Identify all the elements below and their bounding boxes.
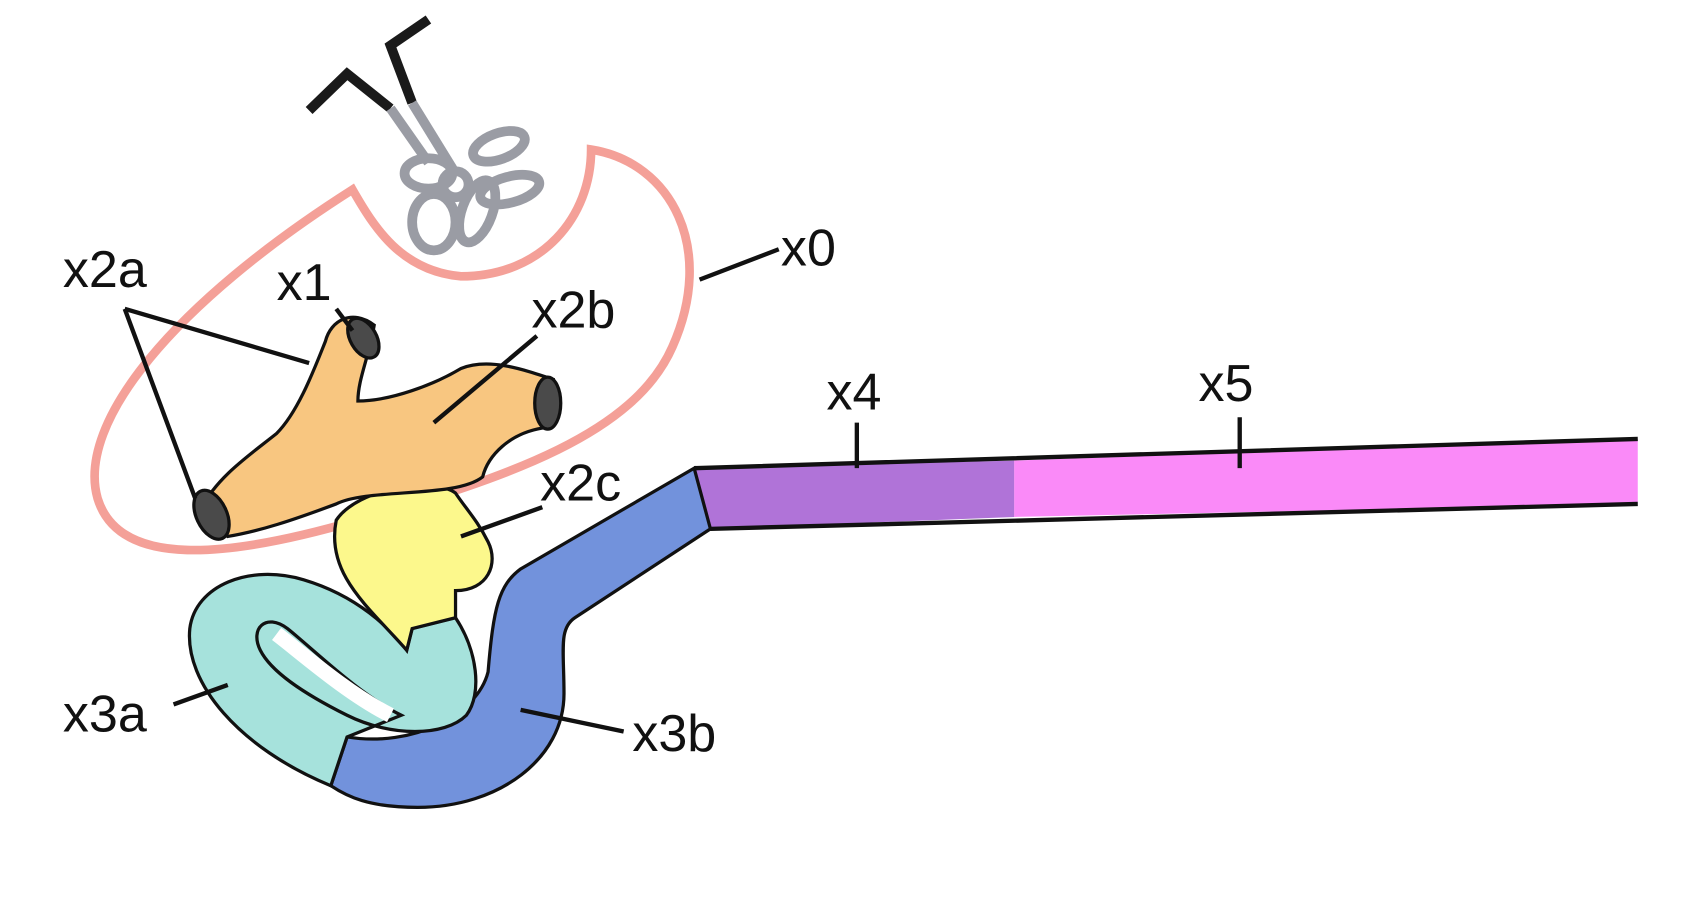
label-x4: x4 — [826, 364, 881, 422]
segment-x5 — [1014, 438, 1638, 517]
segment-x3b — [328, 465, 713, 810]
label-x3a: x3a — [63, 686, 147, 744]
label-x0: x0 — [781, 220, 836, 278]
label-x3b: x3b — [632, 705, 716, 763]
tubule-opening — [533, 375, 563, 431]
label-x2a: x2a — [63, 241, 147, 299]
label-x2c: x2c — [540, 455, 621, 513]
tubule-opening — [192, 488, 231, 541]
label-x5: x5 — [1199, 355, 1254, 413]
segment-x2 — [198, 315, 556, 539]
segment-x4 — [694, 460, 1015, 529]
tubule-opening — [346, 316, 381, 360]
label-x1: x1 — [277, 254, 332, 312]
label-x2b: x2b — [531, 281, 615, 339]
afferent-efferent-vessels — [305, 15, 460, 176]
glomerulus — [399, 126, 545, 256]
bowman-capsule — [90, 144, 694, 555]
leader-lines — [122, 247, 1242, 734]
